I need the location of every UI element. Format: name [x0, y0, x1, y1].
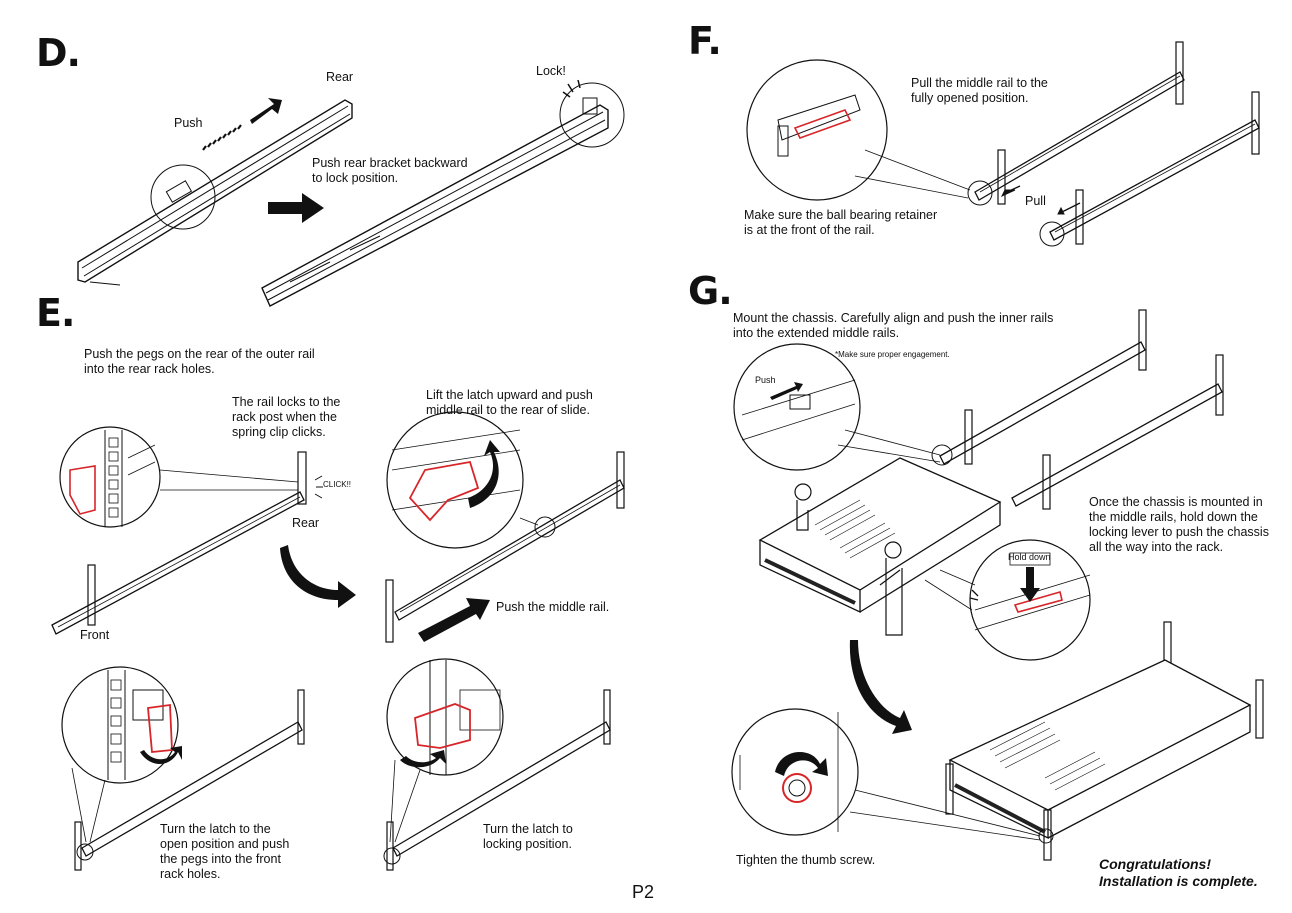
rail-f2: [1049, 119, 1260, 241]
detail-circle-front-latch-open: [61, 666, 179, 784]
mount-chassis-text: Mount the chassis. Carefully align and p…: [733, 311, 1054, 340]
section-e-illustration: [51, 411, 625, 871]
click-label: CLICK!!: [323, 480, 352, 489]
latch-highlight: [408, 460, 480, 522]
section-f-illustration: [746, 41, 1260, 247]
curved-arrow-g: [849, 640, 912, 734]
ball-bearing-text: Make sure the ball bearing retainer is a…: [744, 208, 938, 237]
ball-bearing-highlight: [793, 109, 852, 139]
detail-circle-latch: [386, 411, 524, 549]
locking-lever-highlight: [1013, 591, 1063, 613]
push-rear-bracket-text: Push rear bracket backward to lock posit…: [312, 156, 468, 185]
front-latch-open-highlight: [147, 703, 173, 753]
rail-f1: [974, 71, 1185, 201]
rail-e4: [392, 721, 611, 857]
detail-circle-thumb-screw: [731, 708, 859, 836]
rear-label-d: Rear: [326, 70, 354, 84]
section-d-illustration: [77, 79, 625, 307]
detail-circle-lock: [559, 82, 625, 148]
detail-circle-front-latch-lock: [386, 658, 504, 776]
chassis-mounted-text: Once the chassis is mounted in the middl…: [1089, 495, 1269, 554]
hold-down-label: Hold down: [1008, 552, 1051, 562]
push-middle-arrow: [418, 598, 490, 642]
rail-locks-text: The rail locks to the rack post when the…: [232, 395, 341, 439]
page-number: P2: [632, 882, 655, 902]
detail-circle-rear-clip: [59, 426, 161, 528]
curved-arrow-e: [280, 545, 356, 608]
outer-rail-left: [77, 99, 353, 283]
section-g-illustration: [731, 309, 1264, 861]
push-arrow-d: [250, 98, 282, 124]
section-d-letter: D.: [36, 31, 81, 75]
front-label-e: Front: [80, 628, 110, 642]
push-label-g: Push: [755, 375, 776, 385]
turn-latch-open-text: Turn the latch to the open position and …: [160, 822, 290, 881]
rail-e2: [394, 479, 625, 621]
completion-message: Congratulations! Installation is complet…: [1099, 856, 1258, 889]
rail-e1: [51, 491, 305, 635]
lift-latch-text: Lift the latch upward and push middle ra…: [426, 388, 593, 417]
push-label-d: Push: [174, 116, 203, 130]
detail-circle-rear-bracket: [150, 164, 216, 230]
rail-e3: [81, 721, 303, 857]
rear-label-e: Rear: [292, 516, 320, 530]
push-middle-rail-text: Push the middle rail.: [496, 600, 610, 614]
section-e-letter: E.: [36, 291, 75, 335]
engagement-note: *Make sure proper engagement.: [835, 350, 950, 359]
chassis-installed: [948, 659, 1252, 811]
pull-middle-rail-text: Pull the middle rail to the fully opened…: [911, 76, 1048, 105]
turn-latch-lock-text: Turn the latch to locking position.: [483, 822, 573, 851]
thumb-screw-text: Tighten the thumb screw.: [736, 853, 876, 867]
rear-clip-highlight: [69, 465, 96, 515]
push-pegs-text: Push the pegs on the rear of the outer r…: [84, 347, 315, 376]
thumb-screw-highlight: [782, 773, 812, 803]
latch-up-arrow: [468, 440, 500, 508]
rail-g1: [939, 341, 1146, 465]
direction-arrow-d: [268, 193, 324, 223]
rail-g2: [1011, 383, 1223, 507]
detail-circle-inner-rail: [733, 343, 861, 471]
front-latch-lock-highlight: [414, 703, 471, 749]
detail-circle-ball-bearing: [746, 59, 888, 201]
lock-label: Lock!: [536, 64, 566, 78]
section-g-letter: G.: [688, 269, 733, 313]
chassis-mounting: [758, 457, 1002, 591]
pull-label: Pull: [1025, 194, 1046, 208]
outer-rail-right: [261, 104, 609, 307]
section-f-letter: F.: [688, 19, 722, 63]
detail-circle-locking-lever: [969, 539, 1091, 661]
